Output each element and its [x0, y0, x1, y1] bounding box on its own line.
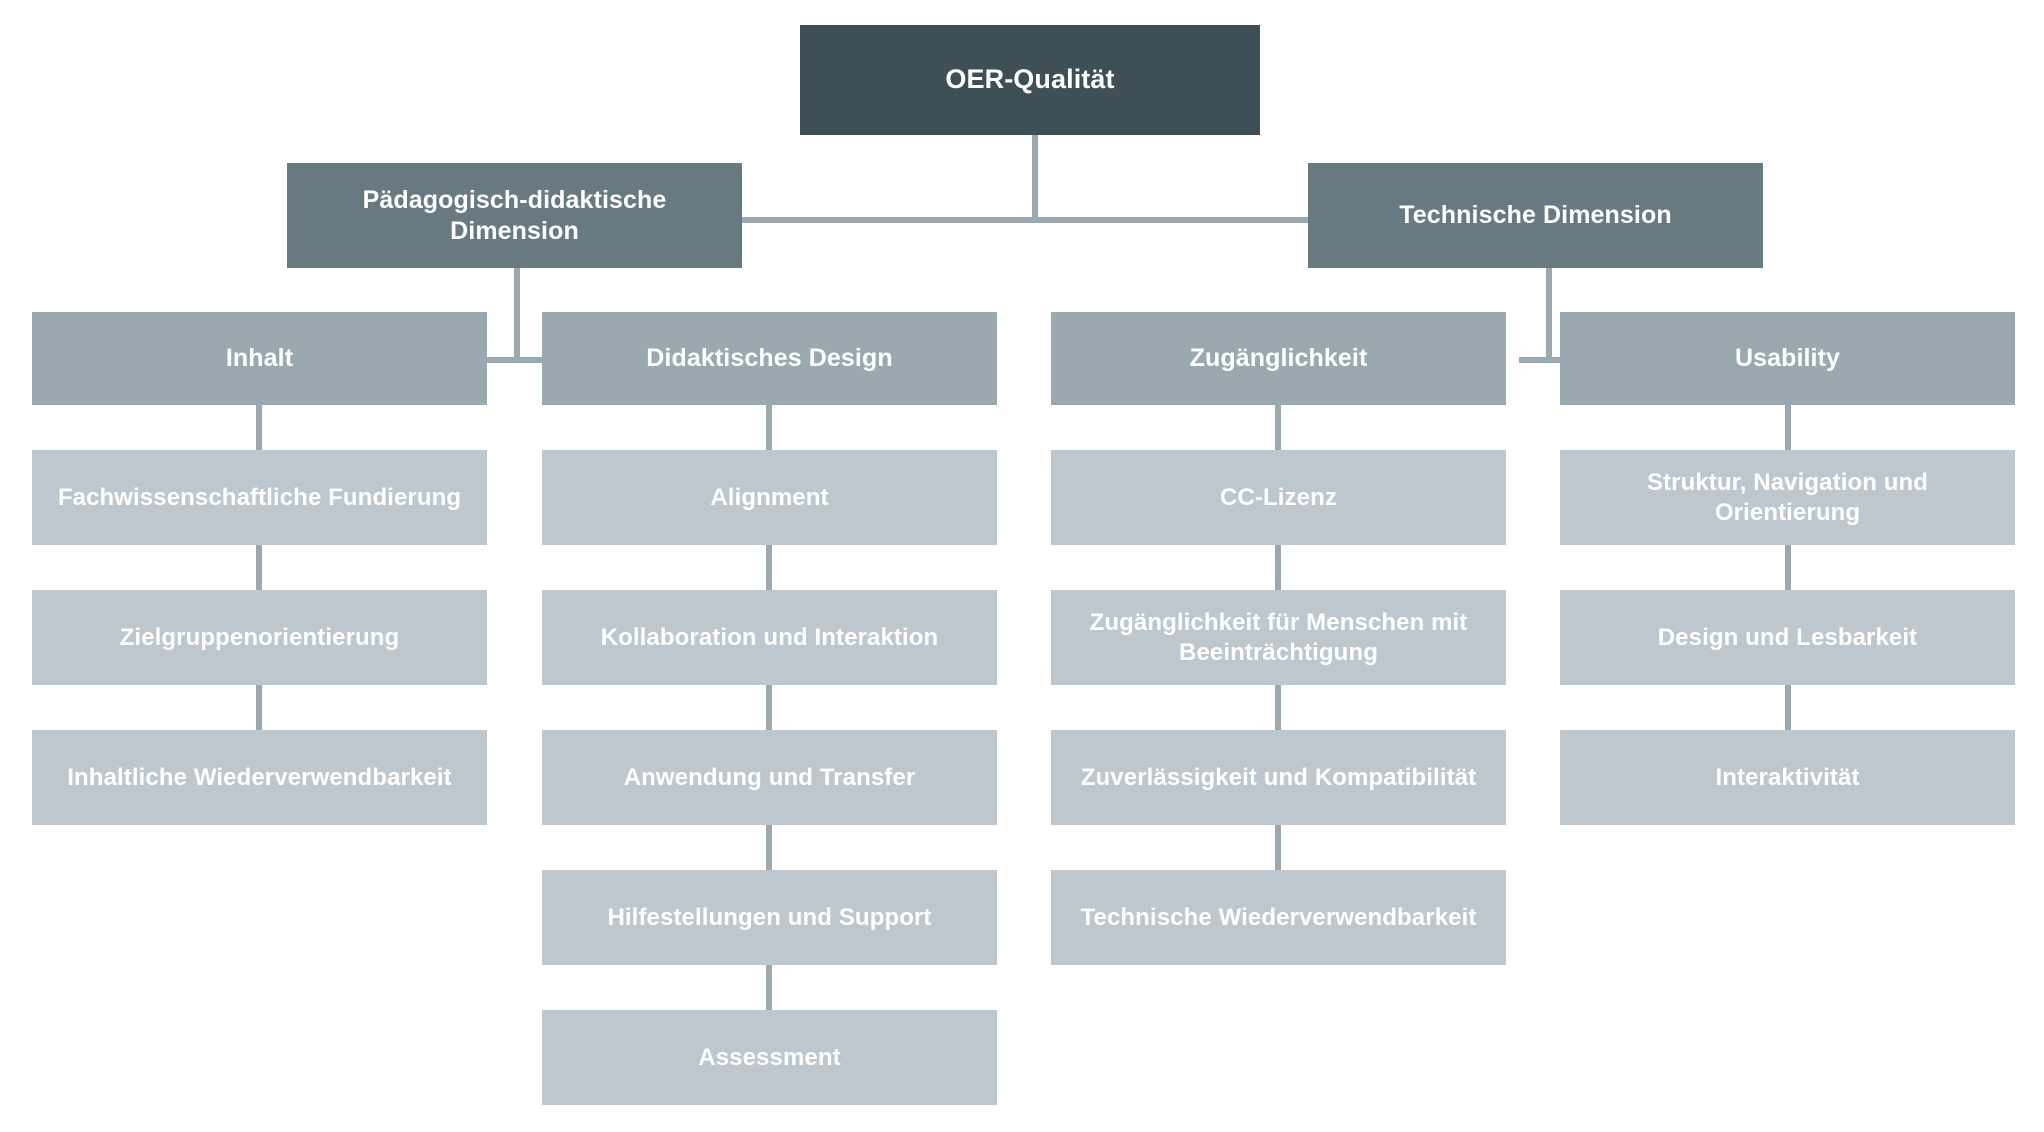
connector-root-down — [1032, 135, 1038, 220]
connector-left-category-spine — [487, 357, 547, 363]
node-label: Anwendung und Transfer — [623, 763, 916, 791]
node-label: Inhaltliche Wiederverwendbarkeit — [67, 763, 452, 791]
node-assessment[interactable]: Assessment — [542, 1010, 997, 1105]
node-inhalt[interactable]: Inhalt — [32, 312, 487, 405]
node-fachwissenschaftliche-fundierung[interactable]: Fachwissenschaftliche Fundierung — [32, 450, 487, 545]
node-label: Alignment — [710, 483, 829, 511]
node-zuverlaessigkeit-und-kompatibilitaet[interactable]: Zuverlässigkeit und Kompatibilität — [1051, 730, 1506, 825]
node-technische-wiederverwendbarkeit[interactable]: Technische Wiederverwendbarkeit — [1051, 870, 1506, 965]
connector-col3-seg3 — [1275, 685, 1281, 730]
node-label: CC-Lizenz — [1220, 483, 1337, 511]
node-zielgruppenorientierung[interactable]: Zielgruppenorientierung — [32, 590, 487, 685]
connector-col4-seg1 — [1785, 405, 1791, 450]
node-label: Fachwissenschaftliche Fundierung — [57, 483, 462, 511]
node-label: Didaktisches Design — [646, 344, 893, 372]
node-label: Struktur, Navigation und Orientierung — [1646, 468, 1929, 526]
node-zugaenglichkeit[interactable]: Zugänglichkeit — [1051, 312, 1506, 405]
node-label: Zugänglichkeit für Menschen mit Beeinträ… — [1089, 608, 1468, 666]
node-anwendung-und-transfer[interactable]: Anwendung und Transfer — [542, 730, 997, 825]
node-didaktisches-design[interactable]: Didaktisches Design — [542, 312, 997, 405]
node-label: Zuverlässigkeit und Kompatibilität — [1080, 763, 1477, 791]
connector-col2-seg1 — [766, 405, 772, 450]
node-label: OER-Qualität — [945, 64, 1115, 95]
node-hilfestellungen-und-support[interactable]: Hilfestellungen und Support — [542, 870, 997, 965]
node-label: Pädagogisch-didaktische Dimension — [362, 185, 667, 245]
node-cc-lizenz[interactable]: CC-Lizenz — [1051, 450, 1506, 545]
connector-col2-seg4 — [766, 825, 772, 870]
connector-col1-seg3 — [256, 685, 262, 730]
connector-right-category-spine — [1519, 357, 1579, 363]
node-zugaenglichkeit-fuer-menschen-mit-beeintraechtigung[interactable]: Zugänglichkeit für Menschen mit Beeinträ… — [1051, 590, 1506, 685]
connector-left-dimension-down — [514, 268, 520, 360]
node-usability[interactable]: Usability — [1560, 312, 2015, 405]
connector-col3-seg4 — [1275, 825, 1281, 870]
node-paedagogisch-didaktische-dimension[interactable]: Pädagogisch-didaktische Dimension — [287, 163, 742, 268]
node-label: Usability — [1734, 344, 1841, 372]
node-label: Technische Wiederverwendbarkeit — [1080, 903, 1477, 931]
node-label: Inhalt — [225, 344, 294, 372]
node-inhaltliche-wiederverwendbarkeit[interactable]: Inhaltliche Wiederverwendbarkeit — [32, 730, 487, 825]
connector-col2-seg2 — [766, 545, 772, 590]
connector-right-dimension-down — [1546, 268, 1552, 360]
node-alignment[interactable]: Alignment — [542, 450, 997, 545]
node-kollaboration-und-interaktion[interactable]: Kollaboration und Interaktion — [542, 590, 997, 685]
node-label: Assessment — [698, 1043, 841, 1071]
node-interaktivitaet[interactable]: Interaktivität — [1560, 730, 2015, 825]
connector-col1-seg2 — [256, 545, 262, 590]
node-label: Zugänglichkeit — [1189, 344, 1368, 372]
node-label: Hilfestellungen und Support — [607, 903, 932, 931]
connector-col3-seg1 — [1275, 405, 1281, 450]
node-label: Kollaboration und Interaktion — [600, 623, 939, 651]
node-technische-dimension[interactable]: Technische Dimension — [1308, 163, 1763, 268]
connector-dimension-spine — [740, 217, 1310, 223]
node-struktur-navigation-und-orientierung[interactable]: Struktur, Navigation und Orientierung — [1560, 450, 2015, 545]
node-design-und-lesbarkeit[interactable]: Design und Lesbarkeit — [1560, 590, 2015, 685]
connector-col4-seg2 — [1785, 545, 1791, 590]
node-label: Technische Dimension — [1399, 201, 1672, 229]
node-label: Zielgruppenorientierung — [119, 623, 400, 651]
node-label: Design und Lesbarkeit — [1657, 623, 1918, 651]
connector-col2-seg5 — [766, 965, 772, 1010]
node-label: Interaktivität — [1715, 763, 1860, 791]
connector-col1-seg1 — [256, 405, 262, 450]
connector-col4-seg3 — [1785, 685, 1791, 730]
connector-col3-seg2 — [1275, 545, 1281, 590]
connector-col2-seg3 — [766, 685, 772, 730]
node-oer-qualitaet[interactable]: OER-Qualität — [800, 25, 1260, 135]
